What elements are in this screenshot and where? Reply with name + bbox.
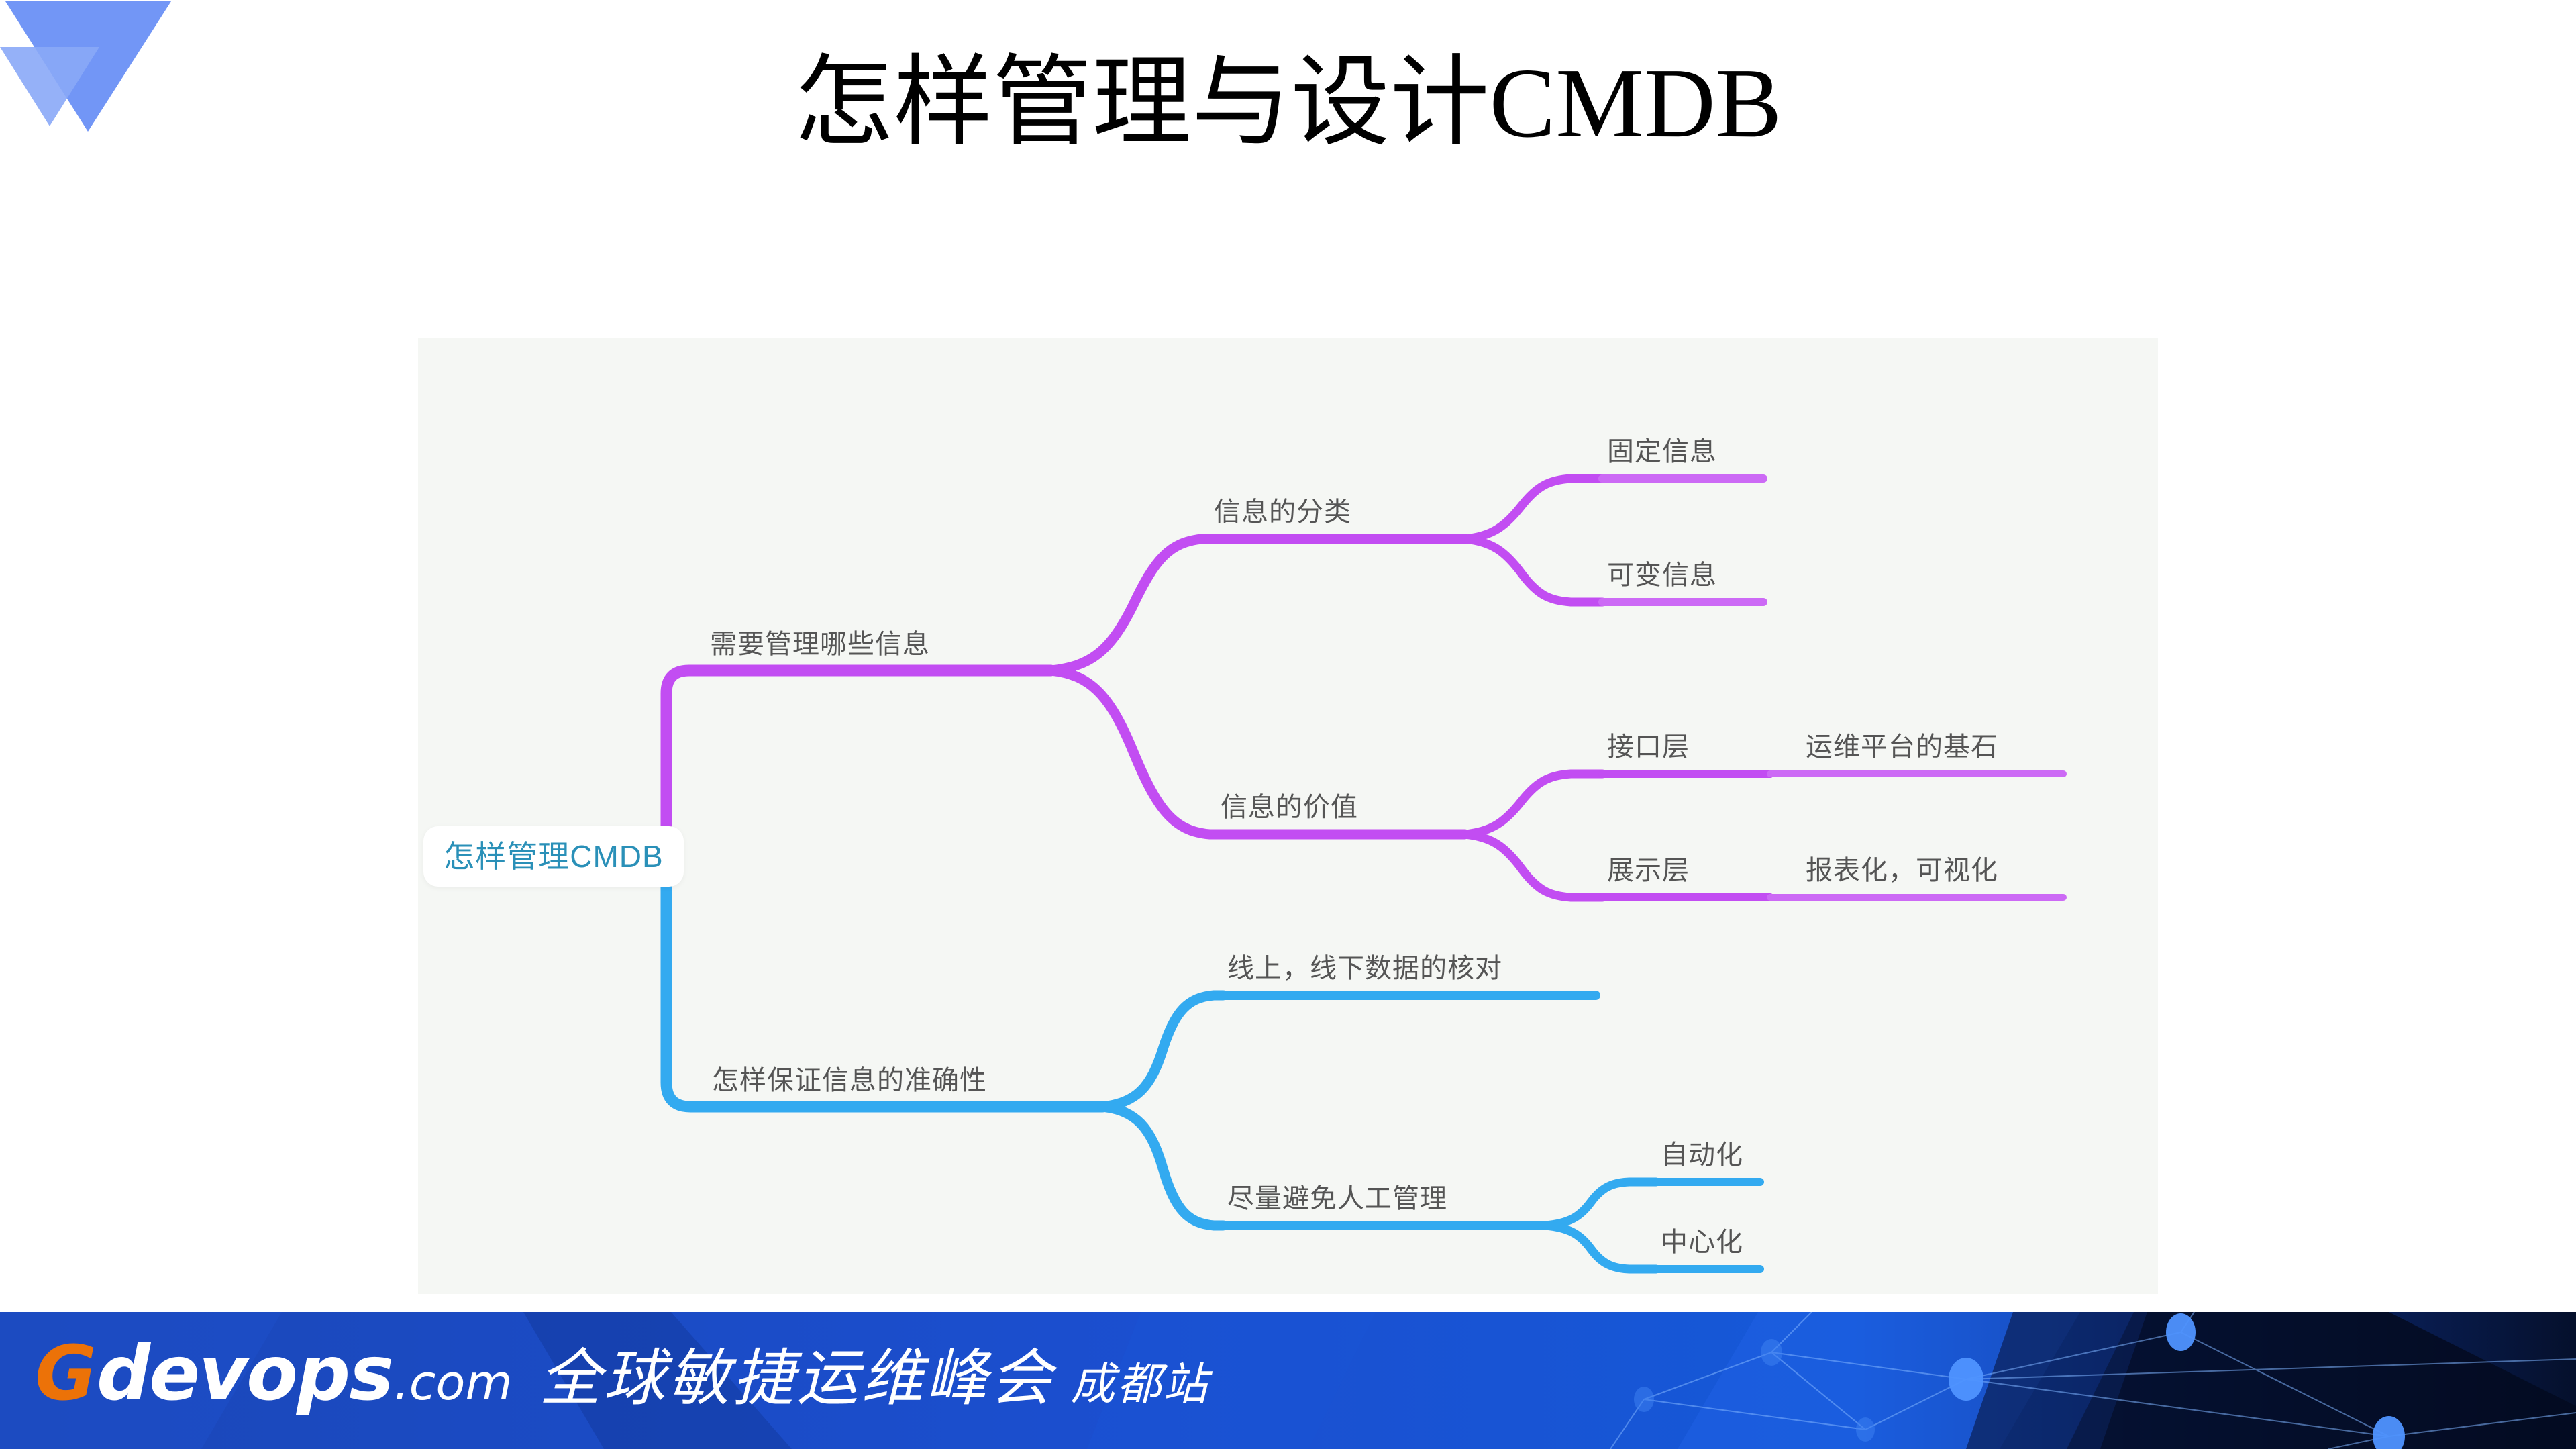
gdevops-logo-g: G [35,1330,97,1417]
mindmap-root-label: 怎样管理CMDB [444,839,664,874]
mindmap-panel: 怎样管理CMDB 需要管理哪些信息 怎样保证信息的准确性 信息的分类 信息的价值… [418,338,2158,1294]
gdevops-logo-tld: .com [393,1354,513,1411]
mindmap-node-b1c2g1[interactable]: 接口层 [1607,732,1690,762]
mindmap-node-b1c1g1[interactable]: 固定信息 [1607,437,1717,466]
mindmap-node-b1c2g2[interactable]: 展示层 [1607,856,1690,885]
mindmap-node-b1c2g1h1[interactable]: 运维平台的基石 [1806,732,1998,762]
mindmap-node-b1c1[interactable]: 信息的分类 [1214,497,1351,527]
footer-bar: G devops .com 全球敏捷运维峰会 成都站 [0,1312,2576,1449]
mindmap-node-b2c2[interactable]: 尽量避免人工管理 [1227,1184,1447,1213]
mindmap-connectors [660,474,2067,1274]
mindmap-node-b1c1g2[interactable]: 可变信息 [1607,560,1717,590]
mindmap-node-b1c2[interactable]: 信息的价值 [1221,793,1358,822]
footer-city-name: 成都站 [1070,1360,1210,1409]
triangle-logo-icon [0,1,171,132]
footer-summit-name: 全球敏捷运维峰会 [539,1344,1055,1413]
mindmap-node-b1c2g2h1[interactable]: 报表化，可视化 [1806,856,1998,885]
mindmap-node-b2c2g2[interactable]: 中心化 [1661,1228,1743,1257]
gdevops-logo-word: devops [96,1330,394,1417]
mindmap-node-b2c1[interactable]: 线上，线下数据的核对 [1227,954,1502,983]
footer-background-graphic [0,1312,2576,1449]
mindmap-root-node[interactable]: 怎样管理CMDB [423,826,684,887]
brand-logo [0,0,174,134]
mindmap-node-b1[interactable]: 需要管理哪些信息 [710,630,930,659]
mindmap-node-b2c2g1[interactable]: 自动化 [1661,1140,1743,1170]
page-title: 怎样管理与设计CMDB [794,48,1782,158]
mindmap-node-b2[interactable]: 怎样保证信息的准确性 [712,1066,987,1095]
footer-brand: G devops .com 全球敏捷运维峰会 成都站 [35,1336,1210,1423]
